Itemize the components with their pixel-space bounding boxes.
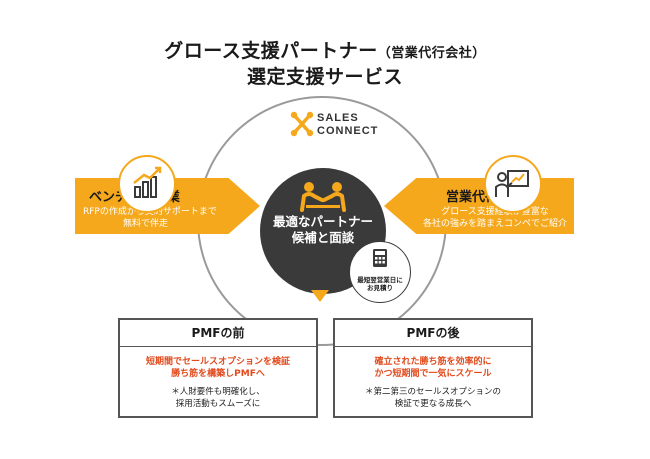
after-pmf-heading: PMFの後 bbox=[335, 320, 531, 347]
agency-text: グロース支援経験が豊富な 各社の強みを踏まえコンペでご紹介 bbox=[422, 206, 568, 230]
before-pmf-heading: PMFの前 bbox=[120, 320, 316, 347]
after-note-line2: 検証で更なる成長へ bbox=[394, 399, 472, 409]
venture-icon-circle bbox=[118, 155, 176, 213]
before-pmf-highlight: 短期間でセールスオプションを検証 勝ち筋を構築しPMFへ bbox=[120, 356, 316, 380]
logo-line2: CONNECT bbox=[317, 125, 379, 137]
page-subtitle: 選定支援サービス bbox=[246, 66, 403, 88]
down-arrow-icon bbox=[311, 290, 329, 302]
agency-text-line2: 各社の強みを踏まえコンペでご紹介 bbox=[422, 219, 567, 229]
after-pmf-highlight: 確立された勝ち筋を効率的に かつ短期間で一気にスケール bbox=[335, 356, 531, 380]
estimate-label: 最短翌営業日に お見積り bbox=[349, 276, 411, 292]
logo-line1: SALES bbox=[317, 112, 359, 124]
estimate-line1: 最短翌営業日に bbox=[357, 276, 403, 284]
venture-text-line2: 無料で伴走 bbox=[123, 219, 169, 229]
after-highlight-line1: 確立された勝ち筋を効率的に bbox=[374, 357, 492, 367]
after-highlight-line2: かつ短期間で一気にスケール bbox=[374, 369, 492, 379]
before-pmf-note: ＊人財要件も明確化し、 採用活動もスムーズに bbox=[120, 386, 316, 410]
before-highlight-line1: 短期間でセールスオプションを検証 bbox=[145, 357, 290, 367]
meeting-line2: 候補と面談 bbox=[291, 230, 355, 245]
rising-chart-icon bbox=[133, 166, 162, 198]
after-note-line1: ＊第二第三のセールスオプションの bbox=[364, 387, 501, 397]
before-highlight-line2: 勝ち筋を構築しPMFへ bbox=[171, 369, 265, 379]
after-pmf-note: ＊第二第三のセールスオプションの 検証で更なる成長へ bbox=[335, 386, 531, 410]
title-paren: （営業代行会社） bbox=[377, 46, 486, 61]
after-pmf-box: PMFの後 確立された勝ち筋を効率的に かつ短期間で一気にスケール ＊第二第三の… bbox=[333, 318, 533, 418]
agency-text-line1: グロース支援経験が豊富な bbox=[441, 207, 549, 217]
estimate-line2: お見積り bbox=[367, 284, 393, 292]
before-note-line1: ＊人財要件も明確化し、 bbox=[171, 387, 265, 397]
agency-icon-circle bbox=[484, 155, 542, 213]
meeting-text: 最適なパートナー 候補と面談 bbox=[260, 214, 386, 246]
before-note-line2: 採用活動もスムーズに bbox=[175, 399, 261, 409]
page-title: グロース支援パートナー（営業代行会社） bbox=[0, 36, 650, 63]
handshake-meeting-icon bbox=[300, 182, 346, 212]
logo-text: SALES CONNECT bbox=[317, 112, 378, 138]
calculator-icon bbox=[373, 249, 387, 267]
title-main: グロース支援パートナー bbox=[164, 40, 378, 62]
meeting-line1: 最適なパートナー bbox=[272, 214, 373, 229]
before-pmf-box: PMFの前 短期間でセールスオプションを検証 勝ち筋を構築しPMFへ ＊人財要件… bbox=[118, 318, 318, 418]
estimate-badge bbox=[349, 241, 411, 303]
agency-wing: 営業代行会社 グロース支援経験が豊富な 各社の強みを踏まえコンペでご紹介 bbox=[384, 178, 574, 234]
sales-connect-logo bbox=[290, 111, 314, 137]
presenter-icon bbox=[495, 170, 529, 197]
